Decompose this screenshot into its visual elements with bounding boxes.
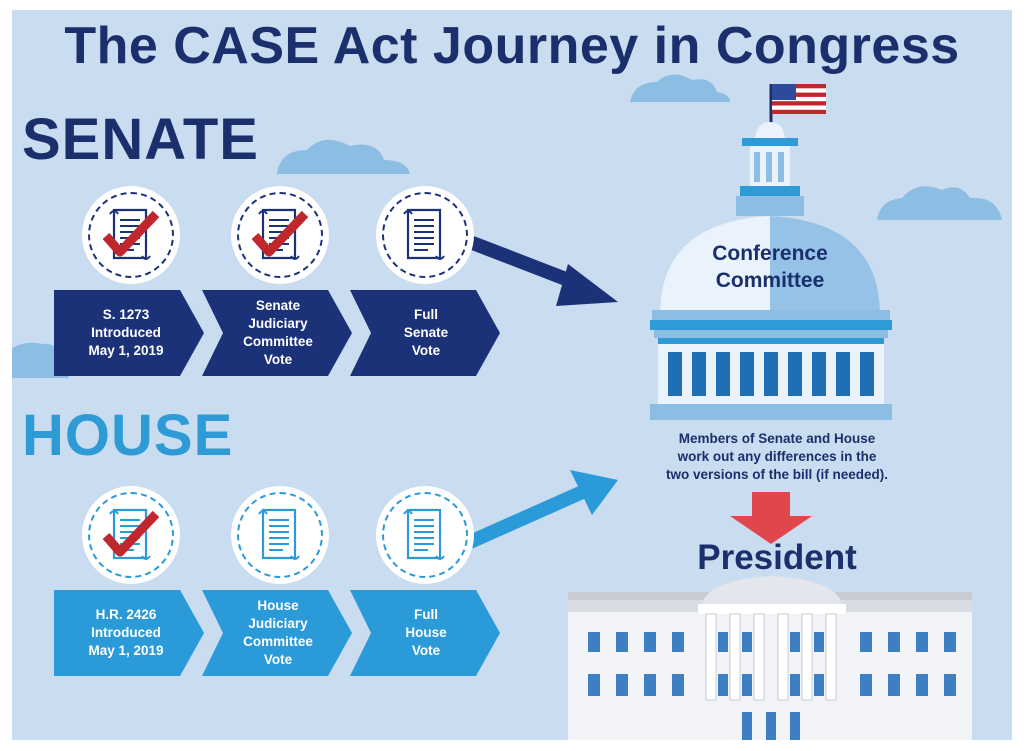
president-label: President — [697, 538, 857, 577]
senate-arrow-icon — [467, 235, 618, 306]
senate-step-2: Senate Judiciary Committee Vote — [202, 290, 352, 376]
cloud-icon — [277, 139, 410, 174]
document-icon — [403, 208, 445, 260]
house-step-3: Full House Vote — [350, 590, 500, 676]
cloud-icon — [877, 186, 1002, 220]
page-title: The CASE Act Journey in Congress — [64, 17, 960, 75]
senate-step-3-label: Full Senate Vote — [403, 307, 449, 358]
conference-description: Members of Senate and House work out any… — [665, 431, 889, 482]
american-flag-icon — [772, 84, 826, 114]
senate-step-1: S. 1273 Introduced May 1, 2019 — [54, 290, 204, 376]
house-step-2-badge — [231, 486, 329, 584]
house-step-1: H.R. 2426 Introduced May 1, 2019 — [54, 590, 204, 676]
conference-committee-label: Conference Committee — [712, 242, 828, 292]
house-step-2-label: House Judiciary Committee Vote — [243, 598, 313, 667]
house-step-2: House Judiciary Committee Vote — [202, 590, 352, 676]
document-checked-icon — [102, 208, 160, 260]
white-house-illustration — [568, 576, 972, 740]
down-arrow-icon — [730, 492, 812, 544]
infographic-canvas: The CASE Act Journey in Congress SENATE … — [12, 10, 1012, 740]
senate-heading: SENATE — [22, 107, 259, 172]
document-icon — [258, 508, 300, 560]
house-step-1-label: H.R. 2426 Introduced May 1, 2019 — [88, 607, 164, 658]
senate-step-2-label: Senate Judiciary Committee Vote — [243, 298, 313, 367]
cloud-icon — [630, 74, 730, 102]
document-checked-icon — [251, 208, 309, 260]
senate-step-3: Full Senate Vote — [350, 290, 500, 376]
senate-step-1-badge — [82, 186, 180, 284]
house-step-3-label: Full House Vote — [405, 607, 447, 658]
senate-step-3-badge — [376, 186, 474, 284]
house-step-3-badge — [376, 486, 474, 584]
house-arrow-icon — [467, 470, 618, 549]
senate-step-2-badge — [231, 186, 329, 284]
capitol-dome-illustration — [650, 84, 892, 420]
senate-step-1-label: S. 1273 Introduced May 1, 2019 — [88, 307, 164, 358]
house-step-1-badge — [82, 486, 180, 584]
document-icon — [403, 508, 445, 560]
document-checked-icon — [102, 508, 160, 560]
house-heading: HOUSE — [22, 403, 234, 468]
background-illustration — [12, 74, 1002, 740]
